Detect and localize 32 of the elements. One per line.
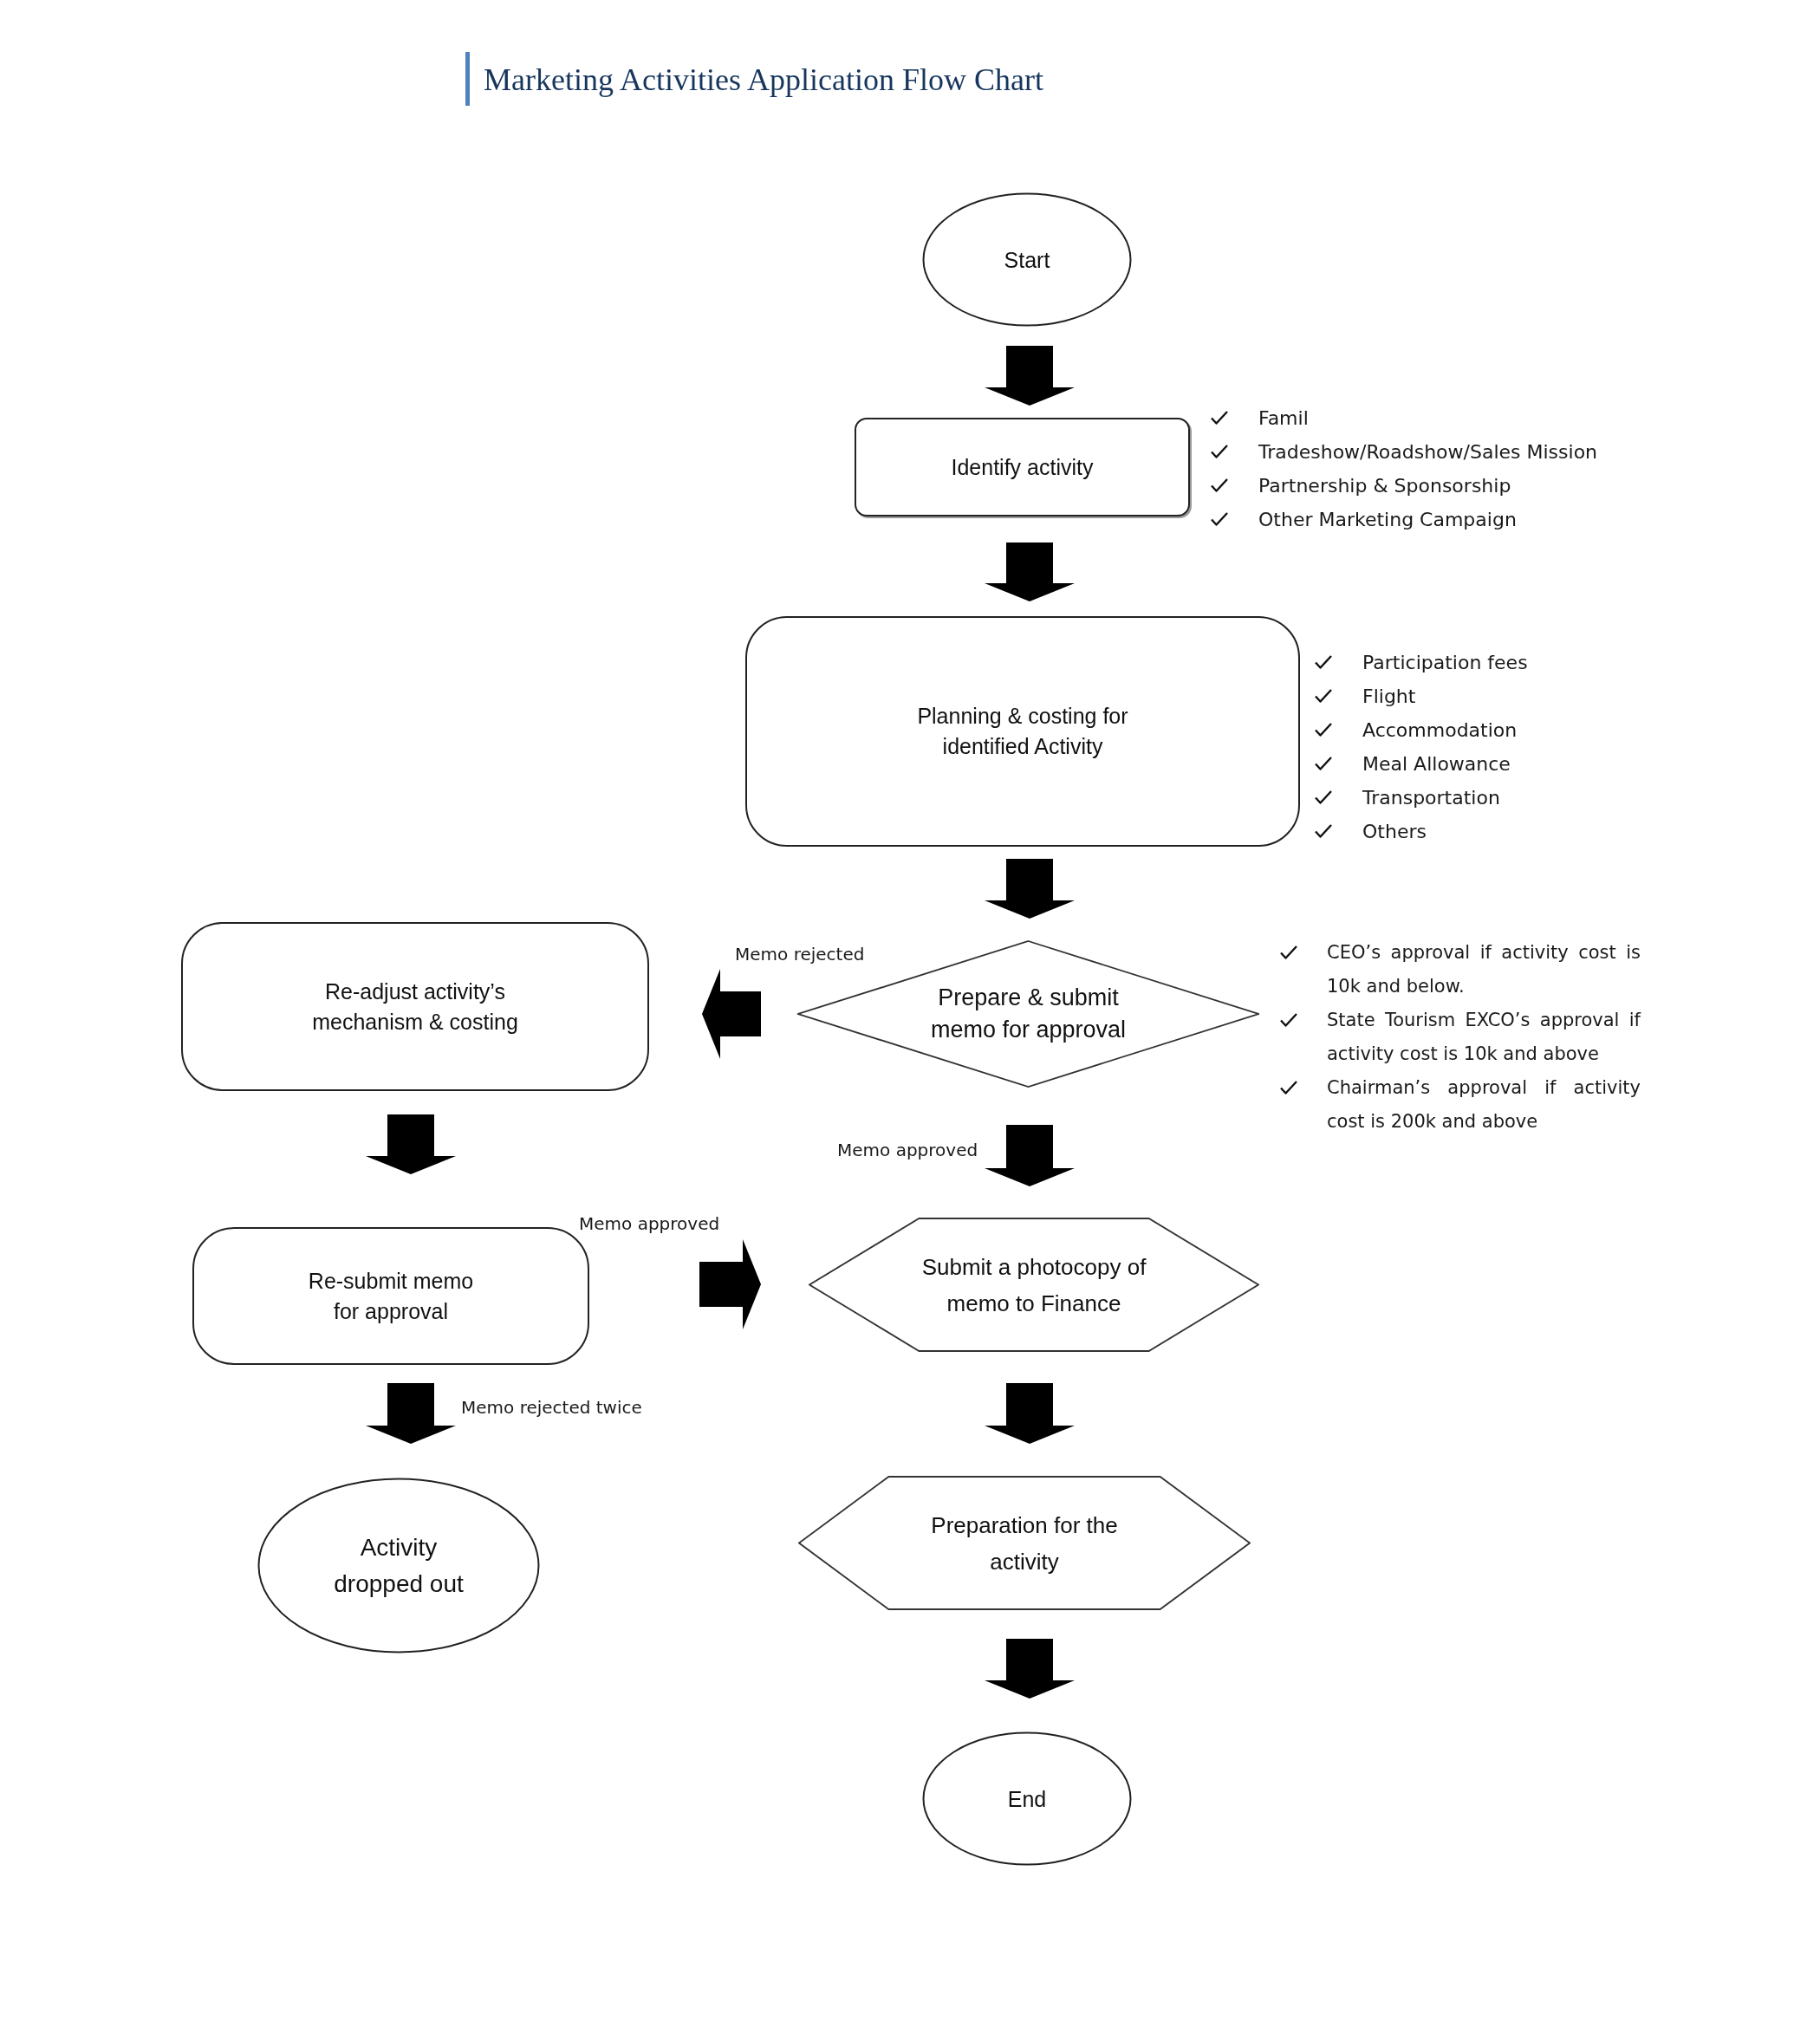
- process-hexagon: [798, 1476, 1251, 1610]
- node-label: Re-submit memo for approval: [307, 1267, 475, 1325]
- checklist-text: Chairman’s approval if activity cost is 200k and above: [1327, 1076, 1641, 1134]
- checklist-text: Partnership & Sponsorship: [1258, 474, 1512, 498]
- checklist-text: Participation fees: [1362, 651, 1529, 675]
- node-label: Activity dropped out: [333, 1532, 465, 1599]
- checklist-text: Accommodation: [1362, 718, 1518, 743]
- checklist-text: Meal Allowance: [1362, 752, 1511, 776]
- checklist-text: Transportation: [1362, 786, 1501, 810]
- node-label: Start: [1004, 246, 1050, 274]
- process-box: [745, 616, 1300, 847]
- terminator-ellipse: [257, 1478, 540, 1653]
- node-label: End: [1007, 1785, 1047, 1813]
- node-label: Planning & costing for identified Activity: [916, 703, 1129, 760]
- process-box: [855, 418, 1190, 516]
- node-label: Re-adjust activity’s mechanism & costing: [311, 978, 519, 1036]
- terminator-ellipse: [922, 192, 1132, 327]
- process-box: [181, 922, 649, 1091]
- terminator-ellipse: [922, 1731, 1132, 1866]
- process-hexagon: [809, 1218, 1259, 1352]
- checklist-text: Others: [1362, 820, 1427, 844]
- checklist-text: Famil: [1258, 406, 1310, 431]
- checklist-text: Other Marketing Campaign: [1258, 508, 1518, 532]
- checklist-text: Tradeshow/Roadshow/Sales Mission: [1258, 440, 1599, 465]
- checklist-text: State Tourism EXCO’s approval if activity cost is 10k and above: [1327, 1009, 1641, 1066]
- node-label: Submit a photocopy of memo to Finance: [920, 1252, 1147, 1318]
- checklist-text: CEO’s approval if activity cost is 10k and below.: [1327, 941, 1641, 998]
- node-label: Prepare & submit memo for approval: [929, 984, 1128, 1044]
- node-label: Identify activity: [951, 454, 1094, 481]
- chart-title: Marketing Activities Application Flow Chart: [484, 62, 1043, 99]
- node-label: Preparation for the activity: [930, 1511, 1119, 1576]
- checklist-text: Flight: [1362, 685, 1417, 709]
